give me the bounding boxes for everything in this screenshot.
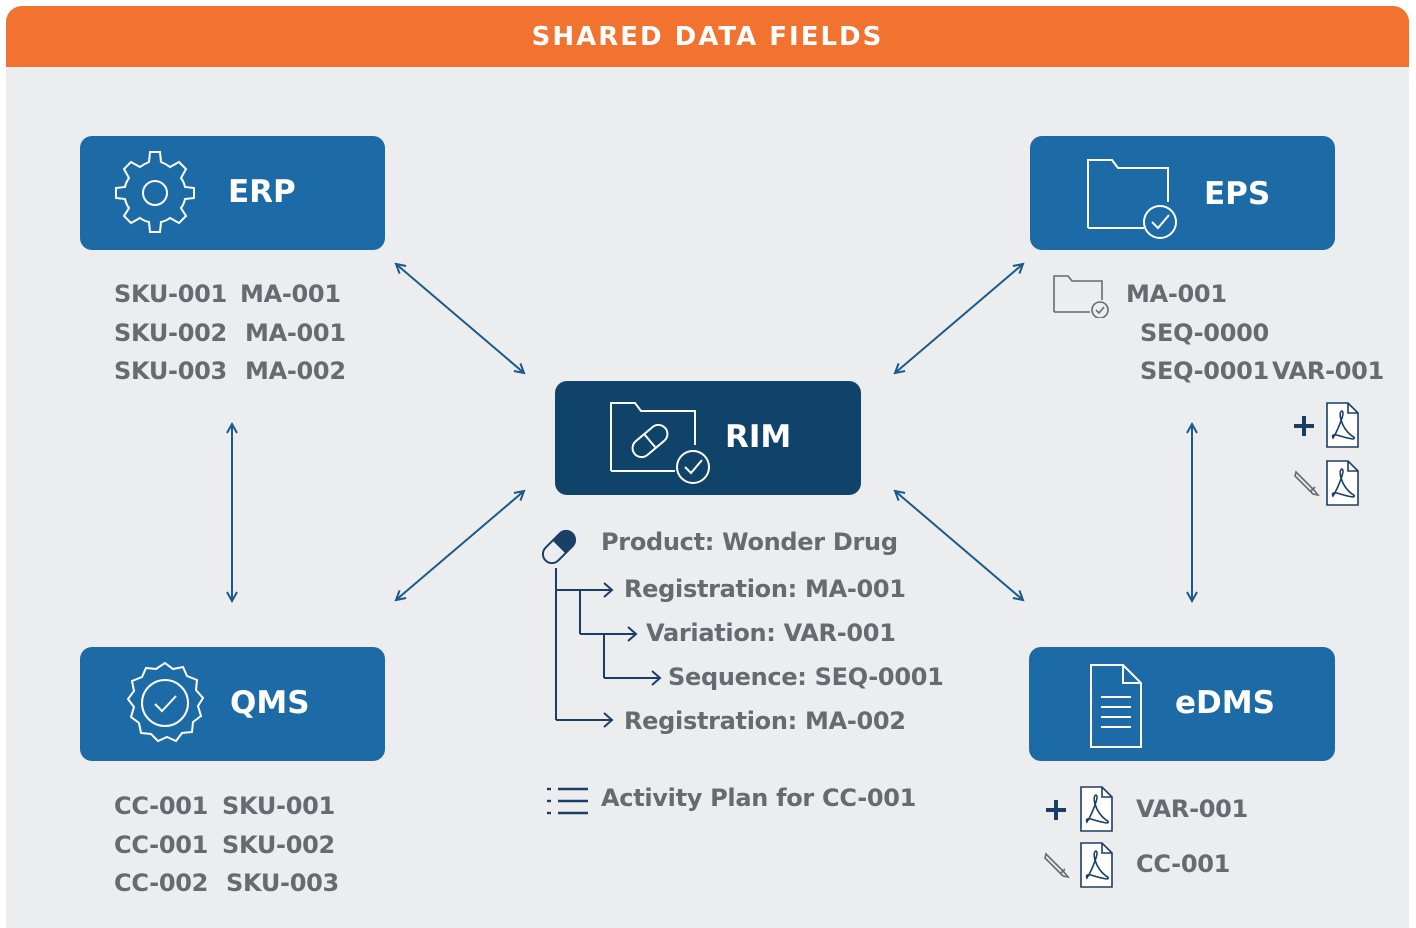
arrow-edms-rim [895, 491, 1023, 600]
plus-icon [1294, 416, 1314, 436]
erp-sku-1: SKU-001 [114, 280, 227, 308]
qms-cc-3: CC-002 [114, 869, 209, 897]
erp-ma-3: MA-002 [245, 357, 346, 385]
qms-label: QMS [230, 685, 310, 721]
badge-check-icon [126, 661, 205, 743]
qms-sku-3: SKU-003 [226, 869, 339, 897]
arrow-eps-rim [895, 264, 1023, 373]
pencil-icon [1044, 852, 1070, 879]
qms-box: QMS [80, 647, 385, 761]
rim-product: Product: Wonder Drug [601, 528, 898, 556]
eps-label: EPS [1204, 176, 1271, 212]
pencil-icon [1294, 470, 1320, 497]
eps-box: EPS [1030, 136, 1335, 250]
header-bar: SHARED DATA FIELDS [6, 6, 1409, 67]
qms-sku-1: SKU-001 [222, 792, 335, 820]
erp-sku-2: SKU-002 [114, 319, 227, 347]
erp-label: ERP [228, 174, 296, 210]
qms-cc-1: CC-001 [114, 792, 209, 820]
edms-box: eDMS [1029, 647, 1335, 761]
document-icon [1090, 664, 1142, 748]
rim-box: RIM [555, 381, 861, 495]
edms-edited-doc: CC-001 [1136, 850, 1231, 878]
eps-var: VAR-001 [1272, 357, 1384, 385]
erp-ma-1: MA-001 [240, 280, 341, 308]
arrow-qms-rim [396, 491, 524, 600]
erp-ma-2: MA-001 [245, 319, 346, 347]
rim-sequence: Sequence: SEQ-0001 [668, 663, 944, 691]
folder-check-icon [1087, 159, 1177, 239]
rim-activity-plan: Activity Plan for CC-001 [601, 784, 917, 812]
gear-icon [115, 151, 195, 233]
pdf-icon [1080, 842, 1113, 888]
erp-box: ERP [80, 136, 385, 250]
plus-icon [1046, 800, 1066, 820]
folder-check-icon [1053, 275, 1109, 318]
rim-registration-2: Registration: MA-002 [624, 707, 906, 735]
erp-sku-3: SKU-003 [114, 357, 227, 385]
qms-sku-2: SKU-002 [222, 831, 335, 859]
rim-label: RIM [725, 419, 792, 455]
header-title: SHARED DATA FIELDS [531, 21, 884, 52]
eps-seq-1: SEQ-0001 [1140, 357, 1269, 385]
eps-seq-0: SEQ-0000 [1140, 319, 1269, 347]
folder-pill-check-icon [610, 402, 710, 484]
rim-registration-1: Registration: MA-001 [624, 575, 906, 603]
edms-new-doc: VAR-001 [1136, 795, 1248, 823]
list-icon [547, 787, 588, 815]
pdf-icon [1326, 402, 1359, 448]
edms-label: eDMS [1175, 685, 1275, 721]
pdf-icon [1326, 460, 1359, 506]
rim-variation: Variation: VAR-001 [646, 619, 896, 647]
arrow-erp-rim [396, 264, 524, 373]
pdf-icon [1080, 786, 1113, 832]
connector-arrows [6, 6, 1409, 928]
qms-cc-2: CC-001 [114, 831, 209, 859]
eps-ma: MA-001 [1126, 280, 1227, 308]
tree-connectors [555, 568, 662, 728]
pill-icon [541, 529, 577, 565]
diagram-panel: SHARED DATA FIELDS ERP EPS [6, 6, 1409, 928]
